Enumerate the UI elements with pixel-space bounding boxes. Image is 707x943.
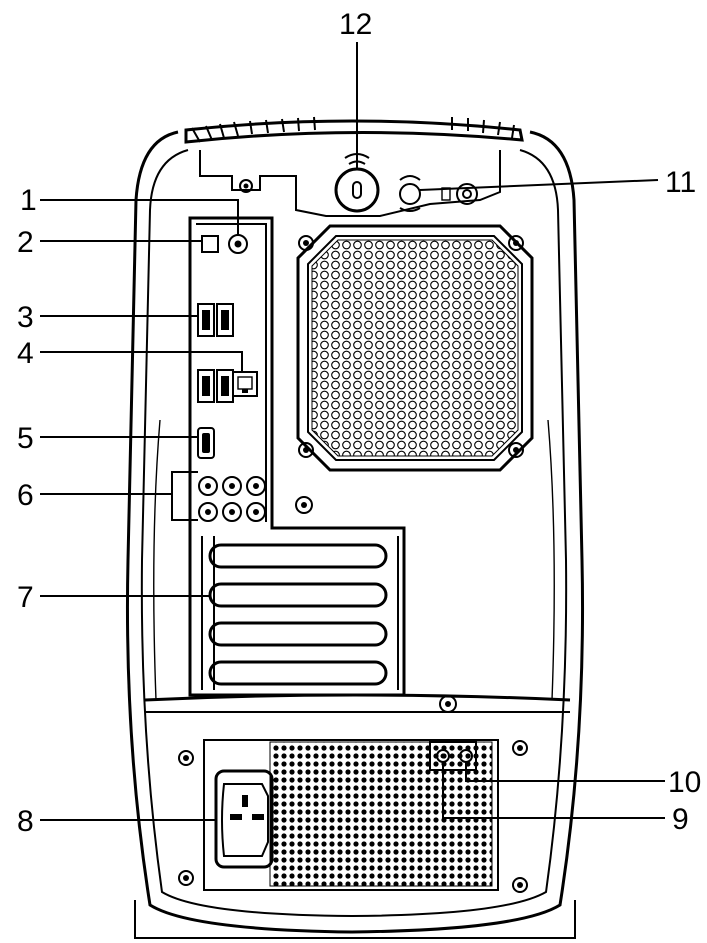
- callout-6: 6: [17, 479, 34, 512]
- fan-grill: [296, 224, 534, 472]
- callout-7: 7: [17, 581, 34, 614]
- io-panel: [188, 216, 406, 697]
- usb-type-c-port: [197, 427, 215, 459]
- callout-1: 1: [20, 184, 37, 217]
- callout-3: 3: [17, 301, 34, 334]
- callout-leaders: [40, 42, 665, 821]
- callout-11: 11: [665, 166, 696, 199]
- power-supply-unit: [144, 693, 571, 893]
- coaxial-port: [228, 234, 248, 254]
- security-lock-slot: [399, 175, 478, 212]
- expansion-slots: [201, 536, 399, 690]
- callout-8: 8: [17, 805, 34, 838]
- callout-10: 10: [668, 766, 701, 799]
- power-connector: [214, 769, 274, 869]
- usb-ports-upper: [197, 303, 234, 337]
- callout-labels: 1 2 3 4 5 6 7 8 9 10 11 12: [17, 8, 701, 838]
- callout-5: 5: [17, 422, 34, 455]
- network-port: [232, 371, 258, 397]
- chassis-outline: [125, 116, 585, 939]
- callout-2: 2: [17, 226, 34, 259]
- callout-9: 9: [672, 803, 689, 836]
- callout-4: 4: [17, 337, 34, 370]
- audio-ports: [198, 476, 266, 522]
- callout-12: 12: [339, 8, 372, 41]
- optical-audio-port: [201, 235, 219, 253]
- usb-ports-lower: [197, 369, 234, 403]
- top-bracket: [199, 150, 501, 217]
